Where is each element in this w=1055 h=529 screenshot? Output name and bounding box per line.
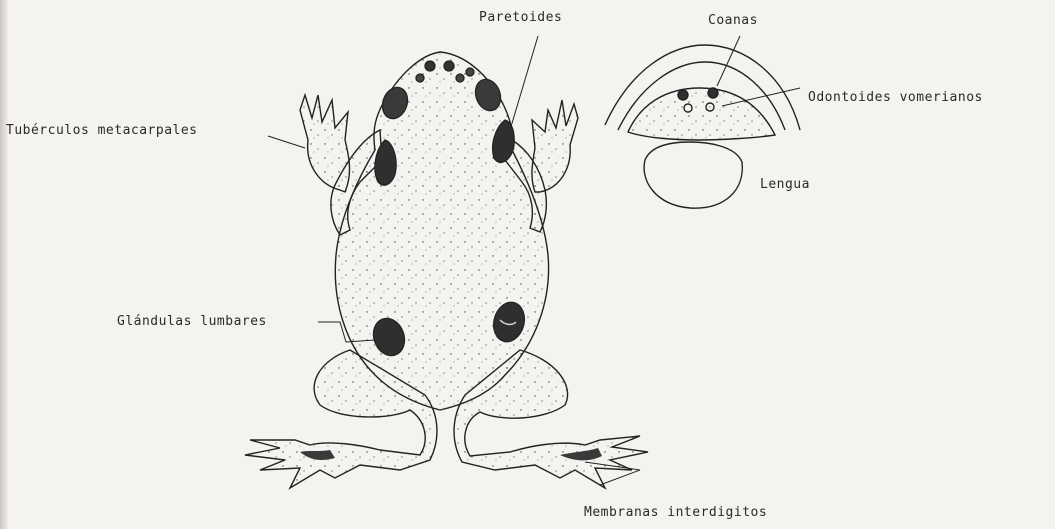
label-paretoides: Paretoides xyxy=(479,10,562,25)
leader-paretoides xyxy=(510,36,538,130)
frog-body xyxy=(335,52,548,410)
leader-tuberculos xyxy=(268,136,305,148)
label-odontoides: Odontoides vomerianos xyxy=(808,90,983,105)
choana-right xyxy=(708,88,718,98)
palate xyxy=(628,88,775,140)
frog-body-group xyxy=(245,52,648,488)
leader-coanas xyxy=(717,36,740,86)
tongue xyxy=(644,142,742,208)
label-glandulas: Glándulas lumbares xyxy=(117,314,267,329)
label-membranas: Membranas interdigitos xyxy=(584,505,767,520)
label-lengua: Lengua xyxy=(760,177,810,192)
label-tuberculos: Tubérculos metacarpales xyxy=(6,123,198,138)
label-coanas: Coanas xyxy=(708,13,758,28)
right-hand xyxy=(532,100,578,192)
choana-left xyxy=(678,90,688,100)
left-hand xyxy=(300,95,350,192)
